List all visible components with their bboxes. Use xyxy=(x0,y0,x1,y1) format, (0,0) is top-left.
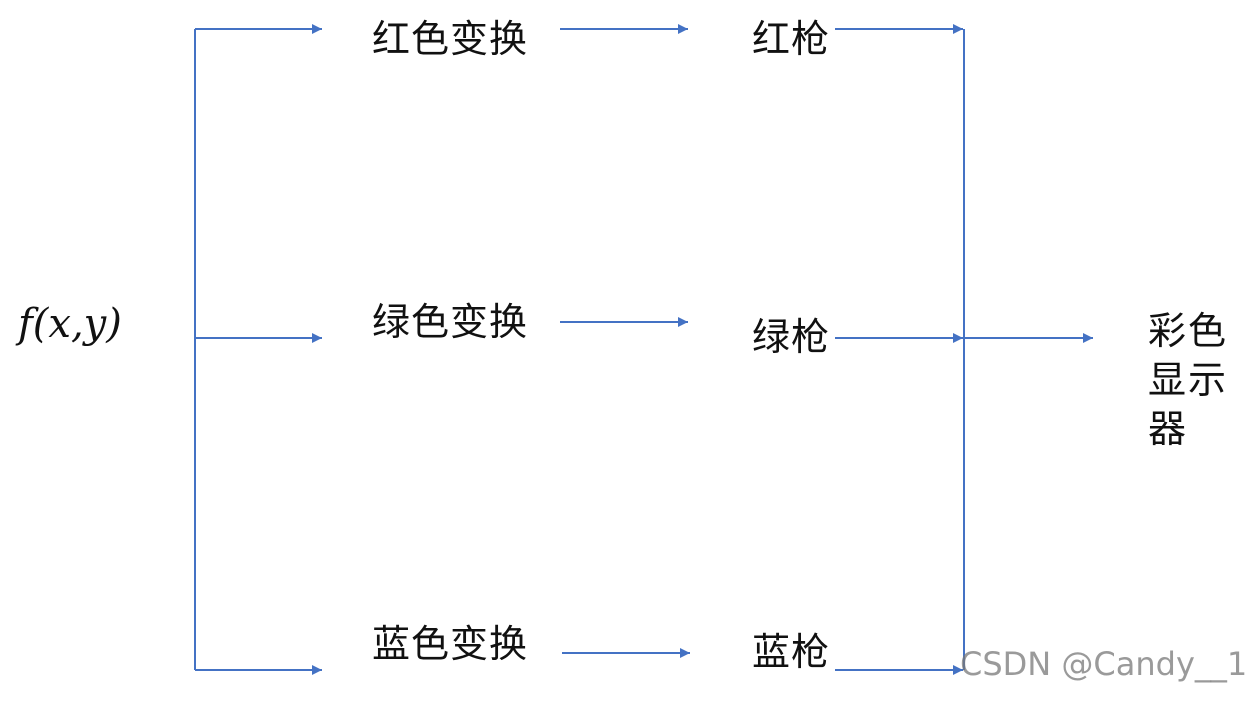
green-gun-label: 绿枪 xyxy=(752,315,831,359)
input-function-label: f(x,y) xyxy=(18,301,122,347)
blue-transform-label: 蓝色变换 xyxy=(372,622,529,666)
red-transform-label: 红色变换 xyxy=(372,17,529,61)
green-transform-label: 绿色变换 xyxy=(372,300,529,344)
color-display-label: 彩色显示器 xyxy=(1148,309,1229,451)
red-gun-label: 红枪 xyxy=(752,17,831,61)
watermark: CSDN @Candy__1 xyxy=(960,645,1248,683)
blue-gun-label: 蓝枪 xyxy=(752,630,831,674)
